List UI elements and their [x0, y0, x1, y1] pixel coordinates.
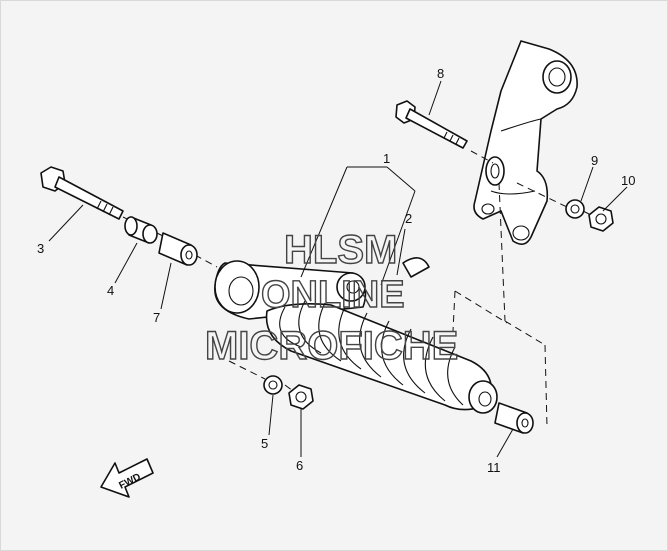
callout-8: 8 — [437, 66, 444, 81]
part-7-bushing — [158, 232, 198, 266]
callout-2-leader — [396, 228, 406, 276]
watermark-line-1: HLSM — [284, 228, 397, 272]
part-3-bolt — [40, 166, 124, 220]
callout-11: 11 — [487, 460, 501, 475]
callout-5: 5 — [261, 436, 268, 451]
part-4-collar — [124, 216, 158, 244]
part-5-washer — [263, 375, 283, 395]
callout-6: 6 — [296, 458, 303, 473]
watermark-line-2: ONLINE — [261, 274, 405, 316]
watermark-line-3: MICROFICHE — [205, 324, 458, 368]
callout-10: 10 — [621, 173, 635, 188]
callout-1: 1 — [383, 151, 390, 166]
part-11-bushing — [494, 402, 534, 434]
part-8-bolt — [395, 100, 468, 149]
callout-leaders — [48, 80, 628, 458]
callout-4: 4 — [107, 283, 114, 298]
part-6-nut — [288, 384, 314, 410]
relay-link-arm — [473, 40, 578, 245]
part-9-washer — [565, 199, 585, 219]
callout-7: 7 — [153, 310, 160, 325]
part-10-nut — [588, 206, 614, 232]
callout-9: 9 — [591, 153, 598, 168]
part-1-shock-absorber — [214, 257, 498, 414]
watermark: HLSM ONLINE MICROFICHE — [204, 227, 459, 368]
callout-3: 3 — [37, 241, 44, 256]
callout-2: 2 — [405, 211, 412, 226]
forward-arrow-icon: FWD — [100, 458, 154, 498]
